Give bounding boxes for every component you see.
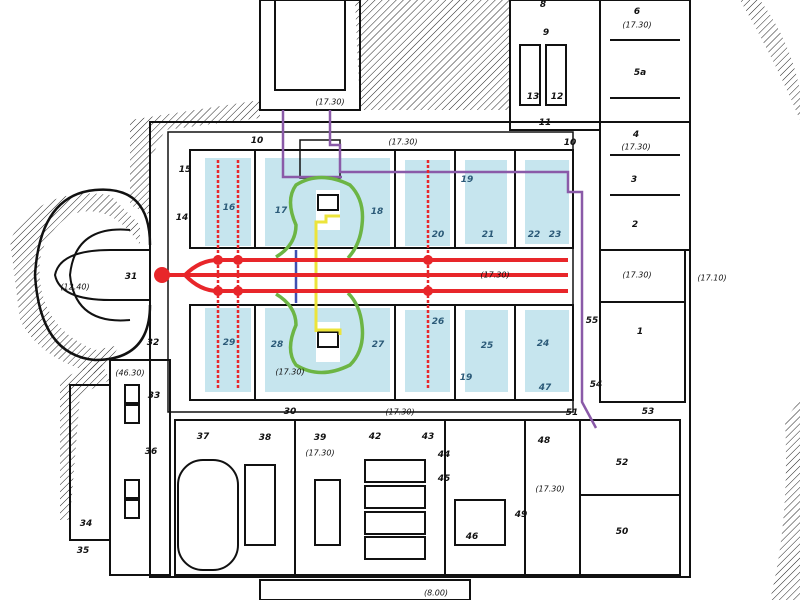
elevation-label: (17.30) [622,20,652,30]
room-label: 55 [585,316,599,326]
room-label: 4 [632,130,640,140]
walls [33,0,691,600]
room-label: 6 [633,7,641,17]
room-label: 28 [270,340,284,350]
room-label: 32 [146,338,160,348]
room-label: 42 [368,432,382,442]
room-label: 54 [589,380,603,390]
elevation-label: (17.10) [697,273,727,283]
room-label: 29 [222,338,236,348]
room-label: 46 [465,532,479,542]
room-label: 20 [431,230,445,240]
room-label: 19 [460,175,474,185]
room-label: 49 [514,510,528,520]
room-label: 1 [636,327,644,337]
elevation-label: (17.30) [385,407,415,417]
room-label: 43 [421,432,435,442]
room-label: 50 [615,527,629,537]
room-label: 36 [144,447,158,457]
elevation-label: (17.30) [315,97,345,107]
room-label: 44 [437,450,451,460]
room-label: 13 [526,92,540,102]
room-label: 35 [76,546,90,556]
elevation-label: (46.30) [115,368,145,378]
room-label: 8 [539,0,547,10]
room-label: 24 [536,339,550,349]
room-label: 30 [283,407,297,417]
room-label: 45 [437,474,451,484]
room-label: 37 [196,432,210,442]
elevation-label: (17.30) [622,270,652,280]
room-label: 39 [313,433,327,443]
room-label: 47 [538,383,552,393]
elevation-label: (17.30) [621,142,651,152]
elevation-label: (17.30) [305,448,335,458]
room-label: 11 [538,118,552,128]
room-label: 51 [565,408,579,418]
room-label: 19 [459,373,473,383]
room-label: 27 [371,340,385,350]
room-label: 33 [147,391,161,401]
room-label: 16 [222,203,236,213]
room-label: 2 [631,220,639,230]
elevation-label: (17.30) [275,367,305,377]
room-label: 17 [274,206,288,216]
room-label: 22 [527,230,541,240]
room-label: 12 [550,92,564,102]
terrain-hatching [10,0,800,600]
room-label: 15 [178,165,192,175]
room-label: 25 [480,341,494,351]
pipe-junctions [154,255,433,296]
room-label: 3 [630,175,638,185]
room-label: 38 [258,433,272,443]
room-label: 53 [641,407,655,417]
room-label: 26 [431,317,445,327]
elevation-label: (17.30) [535,484,565,494]
elevation-label: (17.30) [388,137,418,147]
room-label: 14 [175,213,189,223]
elevation-label: (12.40) [60,282,90,292]
elevation-label: (8.00) [423,588,449,598]
room-label: 52 [615,458,629,468]
room-label: 34 [79,519,93,529]
room-label: 10 [250,136,264,146]
loop-pipes-green [275,175,365,375]
room-label: 18 [370,207,384,217]
room-label: 10 [563,138,577,148]
room-label: 5a [633,68,647,78]
room-label: 23 [548,230,562,240]
elevation-label: (17.30) [480,270,510,280]
room-label: 31 [124,272,138,282]
room-label: 21 [481,230,495,240]
room-label: 9 [542,28,550,38]
room-label: 48 [537,436,551,446]
